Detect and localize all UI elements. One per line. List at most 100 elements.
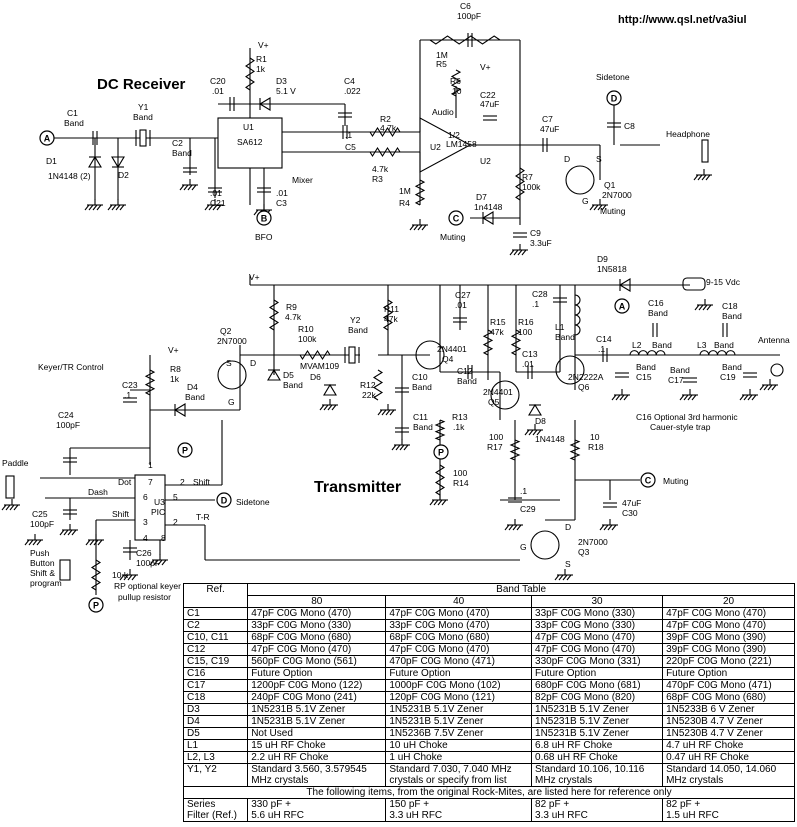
c27-capacitor — [453, 317, 467, 323]
push-button — [59, 559, 71, 581]
component-label: C11 — [413, 412, 428, 422]
component-label: 47uF — [480, 99, 499, 109]
svg-text:P: P — [182, 446, 188, 456]
table-cell: 47pF C0G Mono (470) — [385, 607, 533, 620]
q3-2n7000 — [530, 530, 560, 560]
component-label: R3 — [372, 174, 383, 184]
node-d: D — [216, 492, 232, 508]
table-cell: Future Option — [531, 667, 664, 680]
component-label: C16 Optional 3rd harmonic — [636, 412, 738, 422]
ground-symbol — [694, 299, 713, 311]
c21-capacitor — [208, 187, 222, 193]
ground-symbol — [509, 244, 528, 256]
component-label: V+ — [480, 62, 491, 72]
headphone-jack — [701, 139, 709, 163]
component-label: D1 — [46, 156, 57, 166]
component-label: Band — [133, 112, 153, 122]
component-label: 9-15 Vdc — [706, 277, 741, 287]
component-label: C10 — [412, 372, 428, 382]
table-cell: 470pF C0G Mono (471) — [662, 679, 795, 692]
table-cell: 470pF C0G Mono (471) — [385, 655, 533, 668]
c22-capacitor — [483, 115, 497, 121]
band-header: 30 — [531, 595, 664, 608]
component-label: 4.7k — [380, 123, 397, 133]
component-label: Q3 — [578, 547, 590, 557]
component-label: Mixer — [292, 175, 313, 185]
component-label: U1 — [243, 122, 254, 132]
table-cell: C12 — [182, 643, 249, 656]
component-label: 47uF — [540, 124, 559, 134]
component-label: Y2 — [350, 315, 361, 325]
table-cell: 39pF C0G Mono (390) — [662, 631, 795, 644]
table-cell: 1200pF C0G Mono (122) — [247, 679, 387, 692]
component-label: C26 — [136, 548, 152, 558]
ground-symbol — [179, 179, 198, 191]
ground-symbol — [679, 389, 698, 401]
c26-capacitor — [123, 547, 137, 553]
component-label: C6 — [460, 1, 471, 11]
r9-resistor — [268, 299, 280, 331]
c29-capacitor — [508, 497, 522, 503]
component-label: C25 — [32, 509, 48, 519]
table-cell: 47pF C0G Mono (470) — [662, 619, 795, 632]
table-cell: 1N5231B 5.1V Zener — [531, 703, 664, 716]
ground-symbol — [391, 439, 410, 451]
component-label: R4 — [399, 198, 410, 208]
ground-symbol — [759, 379, 778, 391]
table-cell: 82 pF + 3.3 uH RFC — [531, 798, 664, 822]
c1-capacitor — [92, 131, 98, 145]
ground-symbol — [409, 219, 428, 231]
component-label: 8 — [161, 533, 166, 543]
component-label: Dot — [118, 477, 132, 487]
ground-symbol — [24, 534, 43, 546]
svg-text:C: C — [453, 214, 460, 224]
component-label: .1 — [520, 486, 527, 496]
table-cell: C16 — [182, 667, 249, 680]
ground-symbol — [107, 199, 126, 211]
component-label: Muting — [663, 476, 689, 486]
q5-2n4401 — [490, 380, 520, 410]
c17-capacitor — [683, 377, 697, 383]
component-label: pullup resistor — [118, 592, 171, 602]
u1-sa612-ic — [217, 117, 283, 169]
component-label: RP optional keyer — [114, 581, 181, 591]
r8-resistor — [144, 369, 156, 396]
receiver-title: DC Receiver — [97, 76, 186, 93]
component-label: .01 — [522, 359, 534, 369]
component-label: 47k — [384, 314, 398, 324]
component-label: G — [520, 542, 527, 552]
svg-text:C: C — [645, 476, 652, 486]
component-label: Sidetone — [596, 72, 630, 82]
l3-inductor — [699, 350, 736, 356]
component-label: 4.7k — [372, 164, 389, 174]
component-label: C21 — [210, 198, 226, 208]
component-label: 2N2222A — [568, 372, 604, 382]
component-label: Band — [722, 311, 742, 321]
r17-resistor — [509, 439, 521, 461]
component-label: Band — [283, 380, 303, 390]
component-label: Muting — [440, 232, 466, 242]
r11-resistor — [382, 299, 394, 331]
component-label: 100pF — [136, 558, 160, 568]
u3-pic-ic — [134, 474, 166, 541]
table-cell: 6.8 uH RF Choke — [531, 739, 664, 752]
table-cell: C10, C11 — [182, 631, 249, 644]
component-label: 1N5818 — [597, 264, 627, 274]
c19-capacitor — [743, 372, 757, 378]
component-label: 10 — [590, 432, 600, 442]
component-label: R8 — [170, 364, 181, 374]
table-cell: 1N5233B 6 V Zener — [662, 703, 795, 716]
u2-opamp — [419, 117, 472, 173]
table-cell: 240pF C0G Mono (241) — [247, 691, 387, 704]
component-label: C16 — [648, 298, 664, 308]
d8-diode — [528, 403, 542, 416]
component-label: C22 — [480, 90, 496, 100]
component-label: MVAM109 — [300, 361, 339, 371]
table-cell: 2.2 uH RF Choke — [247, 751, 387, 764]
r7-resistor — [515, 167, 525, 201]
table-cell: Y1, Y2 — [182, 763, 249, 787]
table-cell: C15, C19 — [182, 655, 249, 668]
